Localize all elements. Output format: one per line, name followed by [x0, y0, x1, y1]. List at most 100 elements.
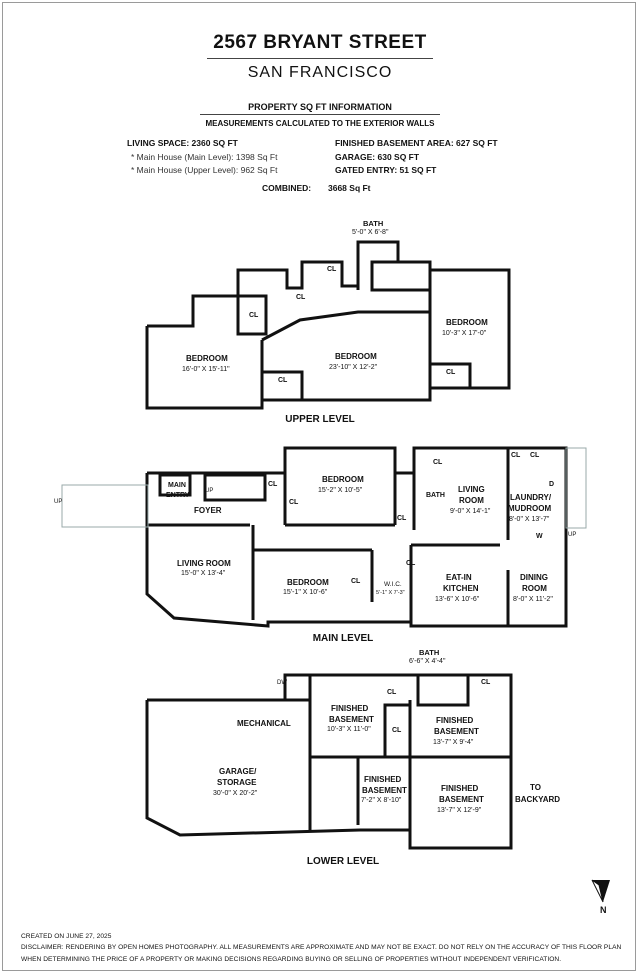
lower-closet-1: CL	[387, 689, 397, 696]
disclaimer-line-1: DISCLAIMER: RENDERING BY OPEN HOMES PHOT…	[21, 944, 622, 951]
upper-closet-1: CL	[327, 266, 337, 273]
main-bedroom1-label: BEDROOM	[322, 475, 364, 484]
basement4-label-2: BASEMENT	[439, 795, 484, 804]
gated-entry-stat: GATED ENTRY: 51 SQ FT	[335, 165, 437, 175]
basement3-label-2: BASEMENT	[362, 786, 407, 795]
main-bath-label: BATH	[426, 492, 445, 499]
main-closet-6: CL	[530, 452, 540, 459]
main-level-label: MAIN LEVEL	[312, 633, 374, 644]
main-closet-8: CL	[406, 560, 416, 567]
basement2-label-2: BASEMENT	[434, 727, 479, 736]
front-stairs-up: UP	[54, 499, 63, 505]
address-title: 2567 BRYANT STREET	[213, 32, 427, 53]
basement2-dim: 13'-7" X 9'-4"	[433, 739, 474, 746]
front-stairs	[61, 484, 149, 528]
info-divider	[200, 114, 440, 115]
mechanical-label: MECHANICAL	[237, 719, 291, 728]
upper-bath-label: BATH	[363, 219, 384, 228]
main-closet-7: CL	[351, 578, 361, 585]
main-bedroom1-dim: 15'-2" X 10'-5"	[318, 487, 363, 494]
main-bedroom2-dim: 15'-1" X 10'-6"	[283, 589, 328, 596]
upper-level-plan	[145, 240, 511, 410]
laundry-label: LAUNDRY/	[510, 493, 552, 502]
disclaimer-line-2: WHEN DETERMINING THE PRICE OF A PROPERTY…	[21, 956, 562, 963]
living-space-stat: LIVING SPACE: 2360 SQ FT	[127, 138, 238, 148]
lower-level-plan	[145, 673, 513, 850]
upper-bath-dim: 5'-0" X 6'-8"	[352, 229, 389, 236]
info-subtitle: MEASUREMENTS CALCULATED TO THE EXTERIOR …	[205, 119, 435, 128]
main-entry-label: MAIN	[168, 482, 186, 489]
dining-label-2: ROOM	[522, 584, 547, 593]
garage-stat: GARAGE: 630 SQ FT	[335, 152, 420, 162]
to-backyard-label-2: BACKYARD	[515, 795, 561, 804]
wic-dim: 5'-1" X 7'-3"	[376, 590, 405, 596]
kitchen-label-2: KITCHEN	[443, 584, 479, 593]
main-bedroom2-label: BEDROOM	[287, 578, 329, 587]
title-divider	[207, 58, 433, 59]
upper-level-label: UPPER LEVEL	[285, 414, 355, 425]
basement1-label-2: BASEMENT	[329, 715, 374, 724]
finished-basement-stat: FINISHED BASEMENT AREA: 627 SQ FT	[335, 138, 498, 148]
basement4-label: FINISHED	[441, 784, 479, 793]
north-label: N	[600, 905, 607, 915]
kitchen-label: EAT-IN	[446, 573, 472, 582]
basement2-label: FINISHED	[436, 716, 474, 725]
lower-bath-label: BATH	[419, 648, 440, 657]
laundry-label-2: MUDROOM	[508, 504, 552, 513]
main-living2-dim: 9'-0" X 14'-1"	[450, 508, 491, 515]
garage-label: GARAGE/	[219, 767, 257, 776]
upper-bedroom2-label: BEDROOM	[335, 352, 377, 361]
foyer-label: FOYER	[194, 506, 222, 515]
rear-stairs-up: UP	[568, 532, 577, 538]
dining-label: DINING	[520, 573, 548, 582]
main-living2-label: LIVING	[458, 485, 485, 494]
washer-label: W	[536, 533, 543, 540]
dishwasher-label: DW	[277, 680, 287, 686]
basement3-label: FINISHED	[364, 775, 402, 784]
foyer-stairs-up: UP	[205, 488, 214, 494]
main-closet-5: CL	[511, 452, 521, 459]
dining-dim: 8'-0" X 11'-2"	[513, 596, 553, 603]
living-room-label: LIVING ROOM	[177, 559, 231, 568]
upper-bedroom3-dim: 10'-3" X 17'-0"	[442, 330, 487, 337]
upper-closet-4: CL	[278, 377, 288, 384]
basement1-label: FINISHED	[331, 704, 369, 713]
main-entry-label-2: ENTRY	[166, 492, 190, 499]
rear-stairs	[565, 447, 587, 529]
main-closet-2: CL	[289, 499, 299, 506]
main-closet-1: CL	[268, 481, 278, 488]
living-room-dim: 15'-0" X 13'-4"	[181, 570, 226, 577]
city-subtitle: SAN FRANCISCO	[247, 64, 393, 81]
upper-closet-3: CL	[249, 312, 259, 319]
to-backyard-label: TO	[530, 783, 541, 792]
garage-dim: 30'-0" X 20'-2"	[213, 790, 258, 797]
north-arrow-icon	[591, 879, 610, 903]
upper-closet-5: CL	[446, 369, 456, 376]
wic-label: W.I.C.	[384, 581, 402, 588]
lower-level-label: LOWER LEVEL	[306, 856, 380, 867]
main-closet-4: CL	[433, 459, 443, 466]
main-living2-label-2: ROOM	[459, 496, 484, 505]
garage-label-2: STORAGE	[217, 778, 257, 787]
laundry-dim: 8'-0" X 13'-7"	[509, 516, 550, 523]
lower-closet-3: CL	[481, 679, 491, 686]
upper-bedroom1-label: BEDROOM	[186, 354, 228, 363]
basement3-dim: 7'-2" X 8'-10"	[361, 797, 402, 804]
main-level-plan	[145, 446, 568, 628]
lower-bath-dim: 6'-6" X 4'-4"	[409, 658, 446, 665]
combined-label: COMBINED:	[262, 183, 312, 193]
dryer-label: D	[549, 481, 555, 488]
upper-bedroom3-label: BEDROOM	[446, 318, 488, 327]
main-level-stat: * Main House (Main Level): 1398 Sq Ft	[131, 152, 278, 162]
basement4-dim: 13'-7" X 12'-9"	[437, 807, 482, 814]
upper-level-stat: * Main House (Upper Level): 962 Sq Ft	[131, 165, 278, 175]
upper-bedroom2-dim: 23'-10" X 12'-2"	[329, 364, 378, 371]
lower-closet-2: CL	[392, 727, 402, 734]
main-closet-3: CL	[397, 515, 407, 522]
upper-closet-2: CL	[296, 294, 306, 301]
combined-value: 3668 Sq Ft	[328, 183, 371, 193]
basement1-dim: 10'-3" X 11'-0"	[327, 726, 371, 733]
kitchen-dim: 13'-6" X 10'-6"	[435, 596, 480, 603]
